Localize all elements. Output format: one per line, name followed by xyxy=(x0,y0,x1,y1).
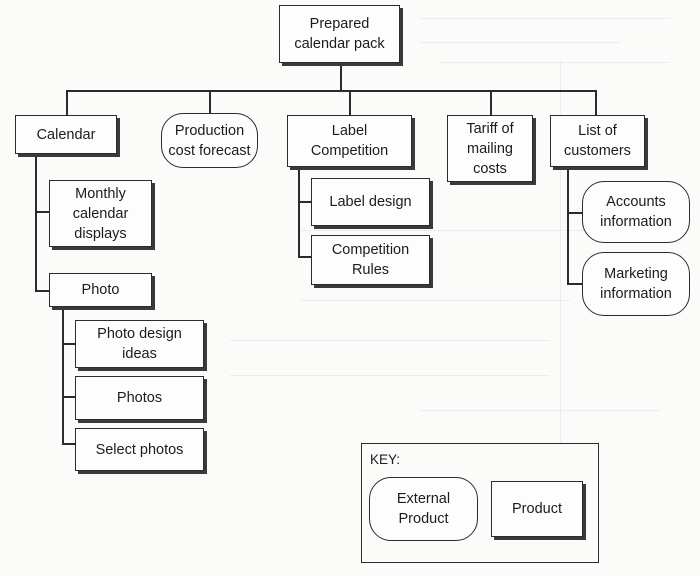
connector-accounts xyxy=(567,212,582,214)
node-label: Competition Rules xyxy=(331,242,410,278)
connector-photos xyxy=(62,396,75,398)
node-label: Accounts information xyxy=(600,194,672,230)
connector-label-design xyxy=(298,201,311,203)
node-label: Photo xyxy=(81,282,120,298)
legend-external-product: External Product xyxy=(369,477,478,541)
connector-photo xyxy=(35,290,49,292)
connector-root-down xyxy=(340,66,342,90)
connector-list-customers xyxy=(595,90,597,115)
node-accounts-information: Accounts information xyxy=(582,181,690,243)
node-label-design: Label design xyxy=(311,178,430,226)
connector-monthly xyxy=(35,211,49,213)
connector-photo-spine xyxy=(62,307,64,444)
node-label: Production cost forecast xyxy=(168,122,251,159)
node-photo-design-ideas: Photo design ideas xyxy=(75,320,204,368)
node-production-cost-forecast: Production cost forecast xyxy=(161,113,258,168)
node-calendar: Calendar xyxy=(15,115,117,154)
node-marketing-information: Marketing information xyxy=(582,252,690,316)
connector-tariff xyxy=(490,90,492,115)
node-label: List of customers xyxy=(564,123,631,159)
node-select-photos: Select photos xyxy=(75,428,204,471)
node-label-competition: Label Competition xyxy=(287,115,412,167)
node-label: Monthly calendar displays xyxy=(72,185,129,242)
connector-competition-rules xyxy=(298,256,311,258)
node-label: Select photos xyxy=(95,441,184,458)
connector-marketing xyxy=(567,283,582,285)
node-prepared-calendar-pack: Prepared calendar pack xyxy=(279,5,400,63)
node-list-of-customers: List of customers xyxy=(550,115,645,167)
node-label: Marketing information xyxy=(600,266,672,302)
node-label: Calendar xyxy=(36,126,96,143)
connector-label-spine xyxy=(298,167,300,257)
connector-customers-spine xyxy=(567,167,569,284)
legend-title: KEY: xyxy=(370,452,401,467)
connector-calendar-spine xyxy=(35,154,37,291)
node-photos: Photos xyxy=(75,376,204,420)
connector-production xyxy=(209,90,211,115)
connector-label-competition xyxy=(349,90,351,115)
node-label: Label design xyxy=(329,194,412,210)
connector-photo-design xyxy=(62,343,75,345)
node-label: Photos xyxy=(116,390,163,406)
legend-product: Product xyxy=(491,481,583,537)
node-label: Tariff of mailing costs xyxy=(466,120,514,177)
connector-calendar xyxy=(66,90,68,115)
connector-select-photos xyxy=(62,443,75,445)
node-competition-rules: Competition Rules xyxy=(311,235,430,285)
node-label: Product xyxy=(512,501,562,517)
connector-level1-bar xyxy=(66,90,596,92)
node-label: Prepared calendar pack xyxy=(294,16,385,52)
node-photo: Photo xyxy=(49,273,152,307)
node-tariff-mailing-costs: Tariff of mailing costs xyxy=(447,115,533,182)
node-label: External Product xyxy=(396,491,451,527)
node-label: Photo design ideas xyxy=(97,326,182,362)
node-label: Label Competition xyxy=(310,123,389,159)
node-monthly-calendar-displays: Monthly calendar displays xyxy=(49,180,152,247)
